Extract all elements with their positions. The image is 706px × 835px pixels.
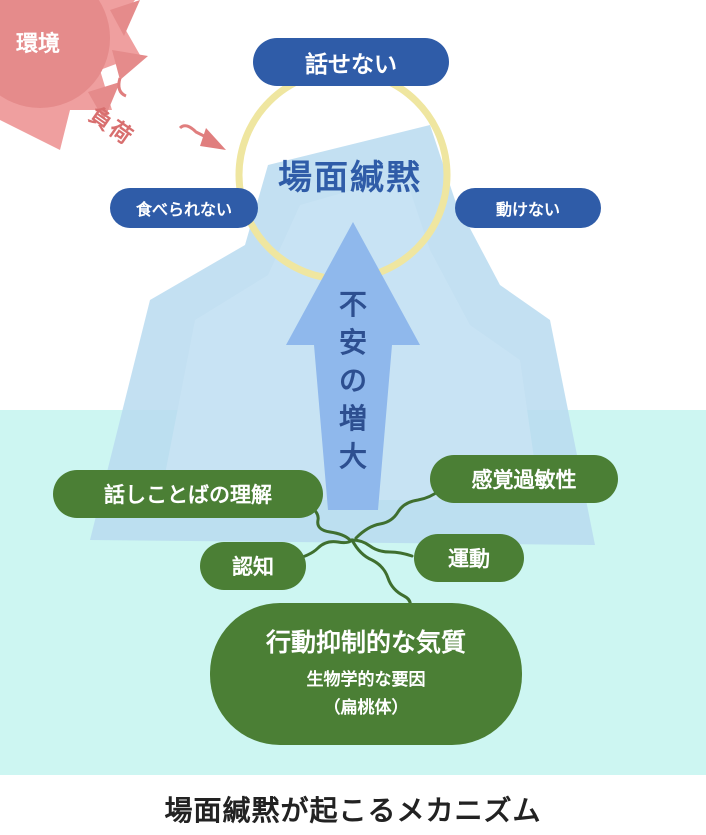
anxiety-arrow [286,222,420,510]
cognition-label: 認知 [232,555,274,579]
temperament-detail: （扁桃体） [323,698,409,718]
environment-label: 環境 [16,32,61,57]
diagram-caption: 場面緘黙が起こるメカニズム [164,794,542,827]
caption-bar: 場面緘黙が起こるメカニズム [0,775,706,835]
sensory-hypersensitivity-label: 感覚過敏性 [471,468,577,492]
center-title: 場面緘黙 [278,158,422,198]
sensory-hypersensitivity-pill: 感覚過敏性 [430,455,618,503]
speech-understanding-pill: 話しことばの理解 [53,470,323,518]
motor-label: 運動 [448,547,490,571]
cannot-eat-pill: 食べられない [110,188,258,228]
load-arrow [117,77,226,150]
anxiety-label: 不安の増大 [338,288,367,473]
temperament-title: 行動抑制的な気質 [265,628,466,657]
speech-understanding-label: 話しことばの理解 [104,483,272,507]
motor-pill: 運動 [414,534,524,582]
cannot-eat-label: 食べられない [135,200,232,219]
temperament-subtitle: 生物学的な要因 [306,670,426,690]
cannot-speak-label: 話せない [305,52,397,78]
cannot-speak-pill: 話せない [253,38,449,86]
cognition-pill: 認知 [200,542,306,590]
sun-icon [0,0,148,150]
cannot-move-pill: 動けない [455,188,601,228]
cannot-move-label: 動けない [495,200,560,219]
temperament-block: 行動抑制的な気質 生物学的な要因 （扁桃体） [210,603,522,745]
